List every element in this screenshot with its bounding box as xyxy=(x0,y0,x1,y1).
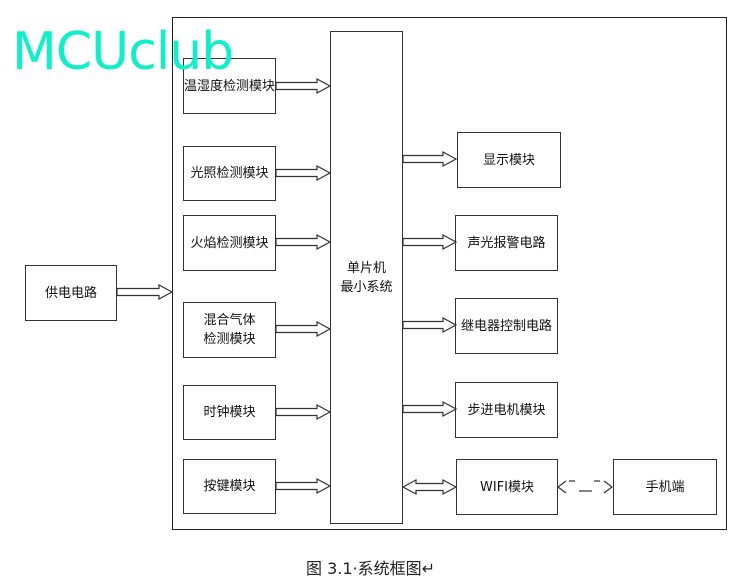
arrow xyxy=(116,283,174,301)
key-module: 按键模块 xyxy=(183,459,276,514)
phone-terminal: 手机端 xyxy=(613,459,717,515)
figure-caption: 图 3.1·系统框图↵ xyxy=(305,559,436,578)
relay-circuit: 继电器控制电路 xyxy=(455,298,558,354)
arrow xyxy=(275,403,332,421)
power-circuit: 供电电路 xyxy=(25,265,117,321)
arrow xyxy=(275,320,332,338)
arrow xyxy=(402,400,458,418)
light-module: 光照检测模块 xyxy=(183,146,276,201)
arrow xyxy=(275,164,332,182)
arrow xyxy=(402,233,458,251)
display-module: 显示模块 xyxy=(457,132,561,188)
arrow xyxy=(402,150,458,168)
clock-module: 时钟模块 xyxy=(183,385,276,440)
arrow xyxy=(275,477,332,495)
arrow xyxy=(402,316,458,334)
watermark-logo: MCUclub xyxy=(12,22,234,82)
stepper-module: 步进电机模块 xyxy=(455,382,558,438)
double-arrow xyxy=(401,478,458,496)
arrow xyxy=(275,77,332,95)
alarm-circuit: 声光报警电路 xyxy=(455,215,558,271)
arrow xyxy=(275,233,332,251)
system-frame xyxy=(172,17,727,530)
mcu-box: 单片机 最小系统 xyxy=(330,31,403,524)
dashed-link xyxy=(557,480,613,494)
wifi-module: WIFI模块 xyxy=(456,459,558,515)
